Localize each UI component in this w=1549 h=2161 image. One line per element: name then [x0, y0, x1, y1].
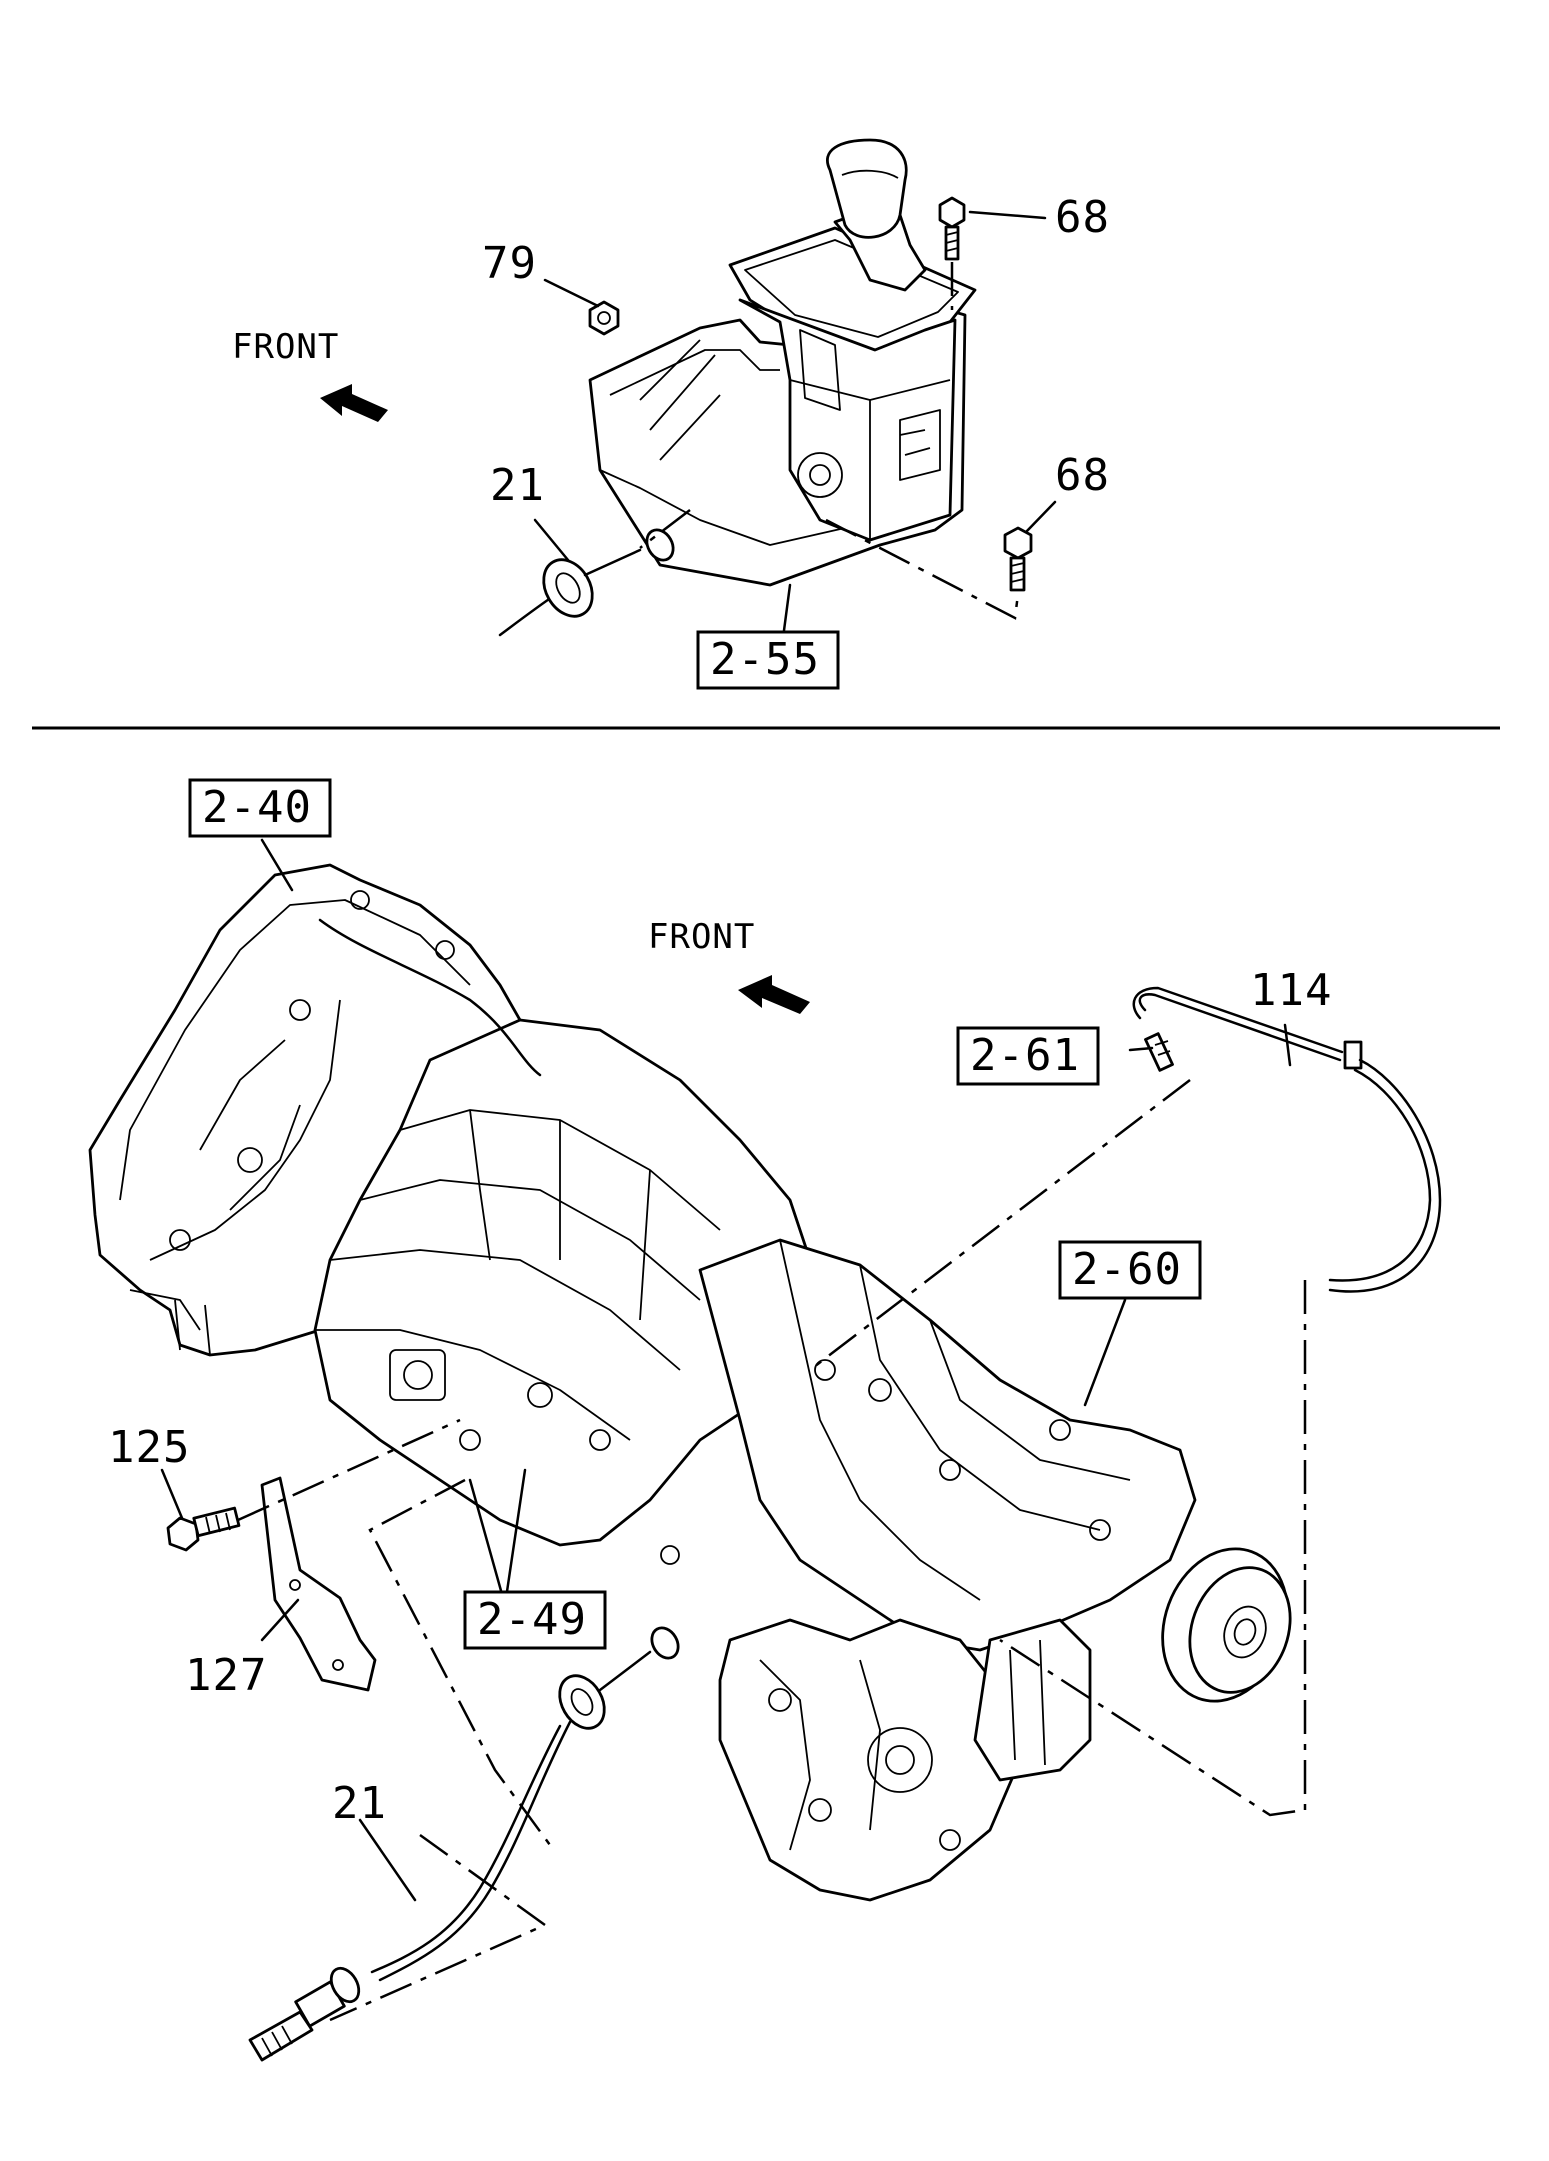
- output-flange: [1161, 1547, 1292, 1703]
- callout-114: 114: [1250, 965, 1332, 1016]
- ref-box-2-55: 2-55: [696, 630, 840, 690]
- svg-text:2-55: 2-55: [710, 634, 820, 685]
- front-label-upper: FRONT: [232, 327, 339, 367]
- svg-text:2-60: 2-60: [1072, 1244, 1182, 1295]
- bolt-125: [166, 1506, 241, 1552]
- bolt-68-lower: [1003, 526, 1033, 592]
- svg-text:2-40: 2-40: [202, 782, 312, 833]
- callout-21-lower: 21: [332, 1778, 387, 1829]
- ref-box-2-40: 2-40: [188, 778, 332, 838]
- svg-text:2-49: 2-49: [477, 1594, 587, 1645]
- nut-79: [588, 300, 620, 336]
- ref-box-2-60: 2-60: [1058, 1240, 1202, 1300]
- shift-cable-upper: [498, 528, 675, 637]
- shift-cable-lower: [248, 1626, 680, 2062]
- vent-hose-114: [1132, 986, 1442, 1293]
- callout-127: 127: [185, 1650, 267, 1701]
- ref-box-2-61: 2-61: [956, 1026, 1100, 1086]
- bracket-127: [260, 1476, 377, 1692]
- callout-68-lower: 68: [1055, 450, 1110, 501]
- callout-79: 79: [482, 238, 537, 289]
- front-arrow-icon-lower: [738, 975, 810, 1014]
- shifter-assembly: [320, 138, 1057, 640]
- front-label-lower: FRONT: [648, 917, 755, 957]
- svg-text:2-61: 2-61: [970, 1030, 1080, 1081]
- front-arrow-icon-upper: [320, 384, 388, 422]
- callout-68-upper: 68: [1055, 192, 1110, 243]
- callout-21-upper: 21: [490, 460, 545, 511]
- callout-125: 125: [108, 1422, 190, 1473]
- transmission-assembly: [88, 838, 1442, 2062]
- ref-box-2-49: 2-49: [463, 1590, 607, 1650]
- bolt-2-61: [1144, 1032, 1174, 1072]
- bolt-68-upper: [938, 196, 966, 261]
